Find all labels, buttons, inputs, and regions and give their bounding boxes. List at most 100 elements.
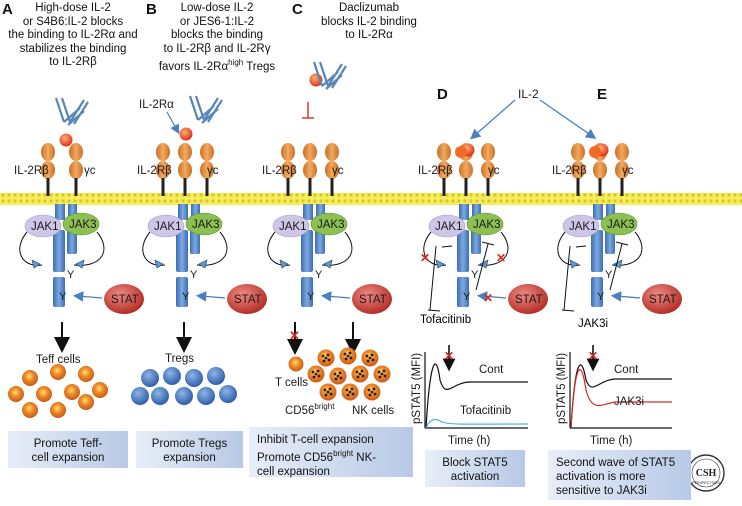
t-cells-label: T cells [275, 377, 308, 389]
panel-letter-c: C [292, 1, 303, 18]
il2rb-label: IL-2Rβ [14, 165, 49, 177]
jak1-kinase [272, 214, 310, 238]
nk-cell [329, 367, 347, 385]
stat-protein [352, 284, 392, 314]
graph-e: ✕ Cont JAK3i Time (h) pSTAT5 (MFI) [556, 345, 672, 447]
nk-cell [351, 365, 369, 383]
svg-text:STAT: STAT [359, 294, 387, 306]
il2-ligand [179, 127, 193, 141]
treg-cell [185, 369, 203, 387]
jak3-kinase [185, 212, 223, 236]
svg-text:Y: Y [190, 269, 198, 281]
graph-d: ✕ Cont Tofacitinib Time (h) pSTAT5 (MFI) [411, 345, 529, 447]
svg-text:JAK3: JAK3 [473, 219, 501, 231]
panel-letter-e: E [597, 86, 607, 103]
cd56-bright-label: CD56bright [285, 402, 335, 417]
panel-c-description: Daclizumab blocks IL-2 binding to IL-2Rα [321, 2, 417, 41]
tofacitinib-curve-label: Tofacitinib [460, 405, 511, 417]
cont-label-d: Cont [479, 364, 504, 376]
jak3-kinase [600, 212, 638, 236]
teff-cell [8, 386, 24, 402]
nk-cell [339, 347, 357, 365]
teff-cell [50, 364, 66, 380]
il2-arrow-e [539, 99, 597, 139]
svg-text:PERSPECTIVES: PERSPECTIVES [692, 481, 720, 485]
svg-text:Y: Y [597, 291, 605, 303]
svg-text:JAK1: JAK1 [279, 221, 307, 233]
curve-jak3i [570, 369, 672, 429]
il2-label: IL-2 [518, 87, 539, 101]
il2-arrow-d [470, 99, 516, 140]
svg-text:✕: ✕ [444, 349, 454, 363]
nk-cell [363, 383, 381, 401]
treg-cell [163, 367, 181, 385]
outcome-a: Promote Teff-cell expansion [8, 431, 128, 468]
csh-logo: CSH PERSPECTIVES [687, 454, 725, 492]
teff-cell [92, 382, 108, 398]
panel-b-description: Low-dose IL-2 or JES6-1:IL-2 blocks the … [158, 2, 276, 73]
outcome-c: Inhibit T-cell expansion Promote CD56bri… [249, 427, 413, 478]
svg-text:✕: ✕ [483, 291, 493, 305]
jak1-kinase [562, 214, 600, 238]
gamma-c-label: γc [332, 165, 344, 177]
il2rb-label: IL-2Rβ [262, 165, 297, 177]
panel-letter-a: A [2, 1, 13, 18]
il2ra-label: IL-2Rα [139, 99, 174, 111]
treg-cell [131, 387, 149, 405]
tregs-label: Tregs [165, 353, 194, 365]
cont-label-e: Cont [614, 364, 639, 376]
teff-cells-label: Teff cells [36, 354, 81, 366]
svg-text:JAK3: JAK3 [192, 219, 220, 231]
cell-membrane [0, 193, 742, 205]
gamma-c-label: γc [622, 165, 634, 177]
gamma-c-label: γc [84, 165, 96, 177]
panel-letter-d: D [437, 86, 448, 103]
treg-cell [151, 387, 169, 405]
treg-cell [197, 387, 215, 405]
svg-text:Y: Y [315, 269, 323, 281]
svg-text:JAK3: JAK3 [607, 219, 635, 231]
block-x-c: ✕ [289, 328, 300, 343]
svg-text:✕: ✕ [588, 349, 598, 363]
jak1-kinase [428, 214, 466, 238]
svg-text:JAK1: JAK1 [569, 221, 597, 233]
nk-cells-label: NK cells [352, 405, 394, 417]
il2rb-label: IL-2Rβ [552, 165, 587, 177]
nk-cell-cluster [307, 347, 391, 401]
jak1-kinase [24, 214, 62, 238]
teff-cell [22, 370, 38, 386]
treg-cell [175, 387, 193, 405]
gamma-c-label: γc [207, 165, 219, 177]
time-label-e: Time (h) [590, 435, 633, 447]
tofacitinib-drug-label: Tofacitinib [420, 314, 472, 326]
teff-cell [36, 386, 52, 402]
jak3i-curve-label: JAK3i [614, 396, 644, 408]
nk-cell [317, 349, 335, 367]
svg-text:Y: Y [182, 291, 190, 303]
treg-cell-cluster [131, 367, 237, 405]
jak1-kinase [147, 214, 185, 238]
teff-cell [22, 402, 38, 418]
nk-cell [307, 365, 325, 383]
svg-text:STAT: STAT [649, 294, 677, 306]
teff-cell-cluster [8, 364, 108, 418]
svg-text:✕: ✕ [496, 251, 506, 265]
treg-cell [219, 385, 237, 403]
nk-cell [361, 349, 379, 367]
nk-cell [319, 383, 337, 401]
svg-text:✕: ✕ [420, 251, 430, 265]
gamma-c-label: γc [488, 165, 500, 177]
svg-text:CSH: CSH [696, 468, 717, 479]
treg-cell [141, 369, 159, 387]
il2rb-label: IL-2Rβ [418, 165, 453, 177]
curve-tofacitinib [425, 418, 529, 429]
svg-text:Y: Y [307, 291, 315, 303]
